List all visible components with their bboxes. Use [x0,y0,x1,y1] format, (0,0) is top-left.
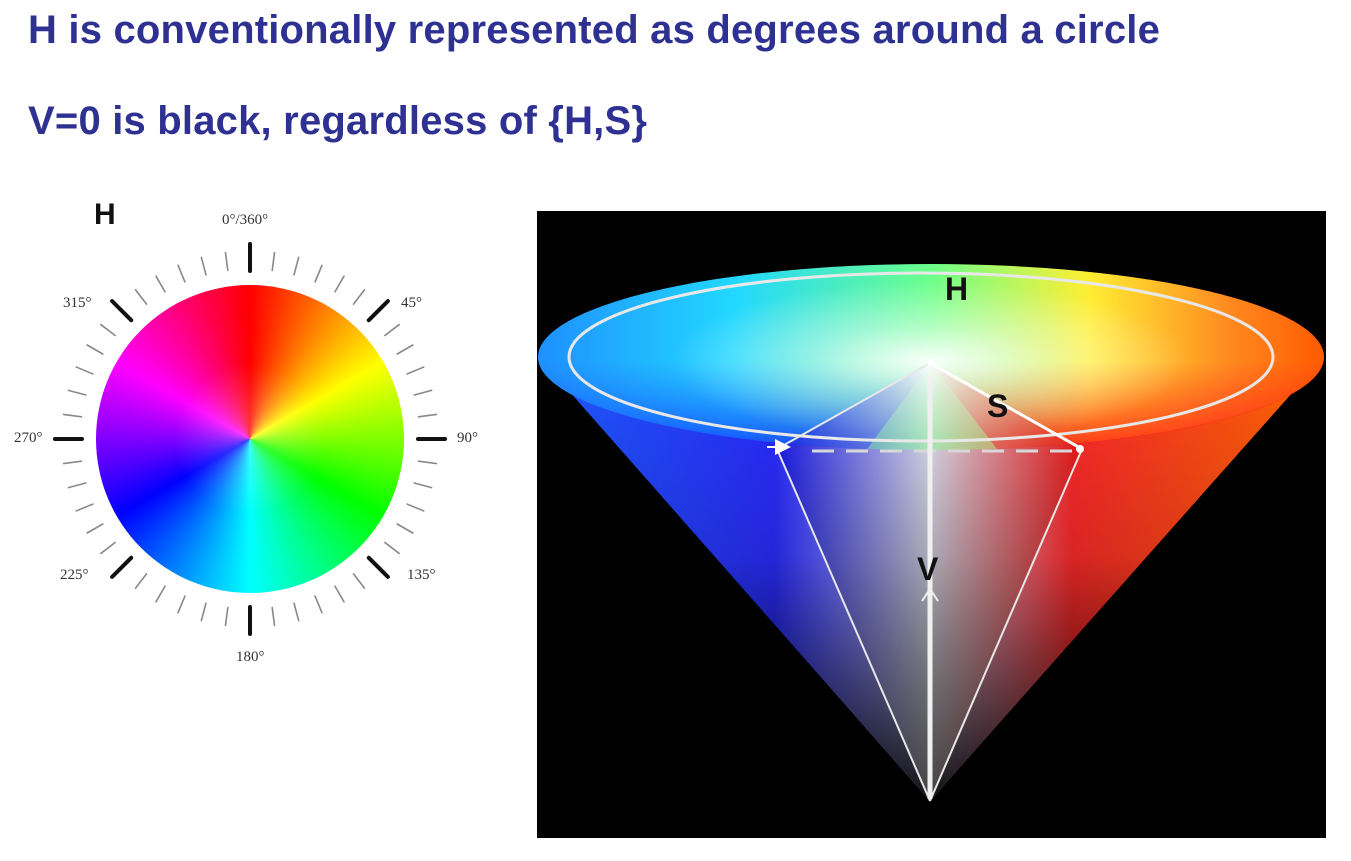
hue-circle-outline [567,271,1275,443]
hue-minor-tick [293,256,300,276]
hue-minor-tick [314,264,323,283]
hue-minor-tick [62,460,83,465]
hsv-cone-graphic [538,264,1324,802]
hue-minor-tick [86,344,104,355]
cone-value-label: V [917,551,939,587]
hue-minor-tick [384,323,400,337]
hue-minor-tick [100,541,116,555]
hue-minor-tick [417,460,438,465]
hue-minor-tick [177,264,186,283]
hue-minor-tick [200,602,207,622]
hue-minor-tick [334,275,345,293]
hue-minor-tick [75,366,94,375]
hue-minor-tick [406,503,425,512]
hue-minor-tick [177,595,186,614]
hue-axis-label: H [94,198,116,231]
hue-minor-tick [271,606,276,627]
hue-minor-tick [413,482,433,489]
hue-major-tick [110,299,134,323]
heading-value-black: V=0 is black, regardless of {H,S} [28,99,648,143]
hue-wheel-ticks [53,242,447,636]
hue-minor-tick [155,275,166,293]
hue-minor-tick [352,573,366,589]
hue-minor-tick [413,389,433,396]
hue-minor-tick [224,251,229,272]
hue-minor-tick [134,289,148,305]
hue-minor-tick [334,585,345,603]
hue-minor-tick [352,289,366,305]
degree-label-225: 225° [60,567,89,583]
hue-major-tick [366,555,390,579]
degree-label-90: 90° [457,430,478,446]
hue-minor-tick [86,523,104,534]
heading-hue-degrees: H is conventionally represented as degre… [28,8,1161,52]
hue-minor-tick [134,573,148,589]
hue-major-tick [110,555,134,579]
hue-minor-tick [417,413,438,418]
cone-hue-label: H [945,271,969,307]
hue-minor-tick [67,482,87,489]
hue-minor-tick [384,541,400,555]
degree-label-45: 45° [401,295,422,311]
degree-label-135: 135° [407,567,436,583]
degree-label-0: 0°/360° [222,212,269,228]
hue-minor-tick [100,323,116,337]
degree-label-270: 270° [14,430,43,446]
hue-color-disc [96,285,404,593]
saturation-line [929,361,1083,451]
degree-label-315: 315° [63,295,92,311]
hue-minor-tick [396,523,414,534]
degree-label-180: 180° [236,649,265,665]
hue-minor-tick [271,251,276,272]
hue-minor-tick [200,256,207,276]
cone-saturation-label: S [987,388,1009,424]
hue-minor-tick [62,413,83,418]
hue-minor-tick [293,602,300,622]
hue-minor-tick [155,585,166,603]
hue-minor-tick [406,366,425,375]
hue-minor-tick [75,503,94,512]
hue-minor-tick [67,389,87,396]
hue-minor-tick [314,595,323,614]
hue-minor-tick [396,344,414,355]
hue-minor-tick [224,606,229,627]
hsv-cone-figure: H S V [537,211,1326,838]
hue-major-tick [366,299,390,323]
